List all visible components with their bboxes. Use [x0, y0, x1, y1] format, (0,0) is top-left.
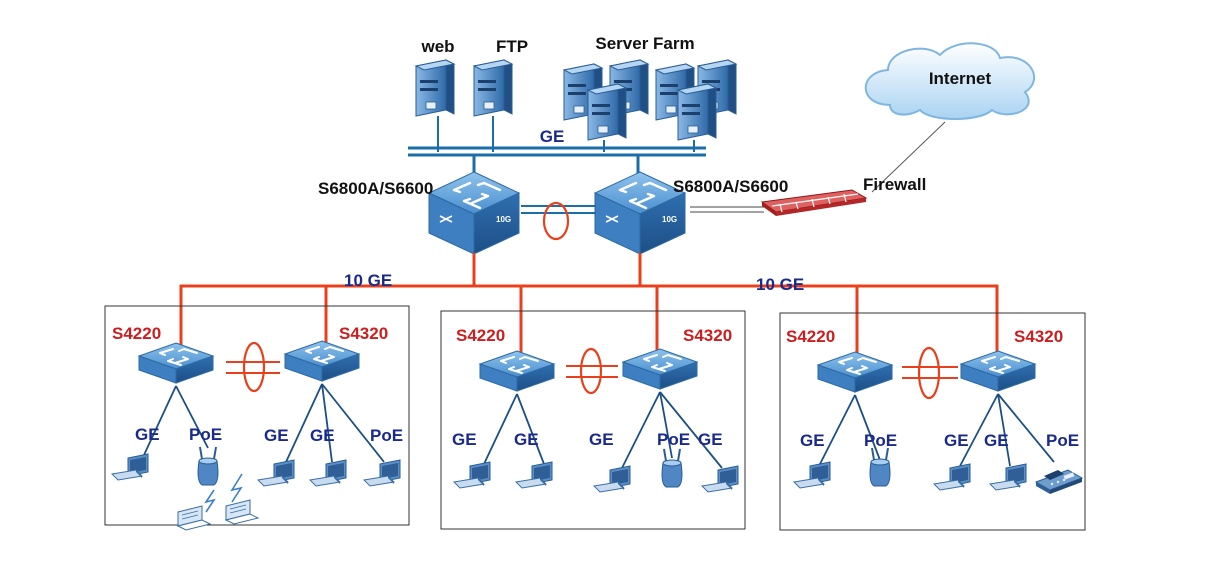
group-1-left-label: S4220: [112, 324, 161, 343]
group-3-port-1: GE: [800, 431, 825, 450]
group-3-right-label: S4320: [1014, 327, 1063, 346]
group-3-port-3: GE: [944, 431, 969, 450]
firewall-icon: [760, 189, 868, 216]
group-1-right-label: S4320: [339, 324, 388, 343]
group-3-port-5: PoE: [1046, 431, 1079, 450]
uplink-label-left: 10 GE: [344, 271, 392, 290]
pc-icon: [309, 459, 347, 487]
ip-phone-icon: [1035, 469, 1083, 495]
pc-icon: [701, 465, 739, 493]
server-farm-label: Server Farm: [595, 34, 694, 53]
core-right-label: S6800A/S6600: [673, 177, 788, 196]
group-2-switch-left: [479, 350, 555, 392]
core-right-badge: 10G: [662, 215, 677, 224]
server-web-label: web: [420, 37, 454, 56]
laptop-icon: [177, 505, 211, 531]
core-left-badge: 10G: [496, 215, 511, 224]
group-3-switch-right: [960, 350, 1036, 392]
access-badge: L3: [676, 384, 683, 390]
group-1-interconnect: [226, 341, 280, 393]
access-group-3: S4220 S4320 GE PoE GE GE PoE: [779, 312, 1086, 531]
group-1-switch-left: [138, 342, 214, 384]
group-1-port-1: GE: [135, 425, 160, 444]
group-3-box: [779, 312, 1086, 531]
server-drop-links: [437, 116, 695, 152]
group-1-port-5: PoE: [370, 426, 403, 445]
pc-icon: [989, 463, 1027, 491]
group-1-port-2: PoE: [189, 425, 222, 444]
access-group-2: S4220 S4320 GE GE GE PoE GE: [440, 310, 746, 530]
bus-ge-label: GE: [540, 127, 565, 146]
wireless-signal-icon: [204, 473, 243, 513]
group-3-port-2: PoE: [864, 431, 897, 450]
group-2-port-3: GE: [589, 430, 614, 449]
group-2-port-5: GE: [698, 430, 723, 449]
laptop-icon: [225, 499, 259, 525]
pc-icon: [453, 461, 491, 489]
uplink-label-right: 10 GE: [756, 275, 804, 294]
group-2-left-label: S4220: [456, 326, 505, 345]
internet-link: [871, 121, 946, 193]
server-ftp-label: FTP: [496, 37, 528, 56]
server-web-icon: [415, 59, 455, 117]
core-switch-left: 10G: [427, 170, 521, 256]
group-1-port-3: GE: [264, 426, 289, 445]
group-2-port-1: GE: [452, 430, 477, 449]
core-left-label: S6800A/S6600: [318, 179, 433, 198]
group-1-switch-right: [284, 340, 360, 382]
server-ftp-icon: [473, 59, 513, 117]
access-badge: L3: [1014, 386, 1021, 392]
pc-icon: [793, 461, 831, 489]
access-group-1: S4220 S4320 GE PoE GE GE PoE: [104, 305, 410, 531]
group-1-port-4: GE: [310, 426, 335, 445]
firewall-label: Firewall: [863, 175, 926, 194]
pc-icon: [515, 461, 553, 489]
group-2-port-4: PoE: [657, 430, 690, 449]
ge-bus: [408, 146, 706, 157]
access-badge: L3: [192, 378, 199, 384]
server-farm-icon: [563, 59, 737, 141]
uplink-10ge: [179, 253, 999, 362]
group-2-interconnect: [566, 347, 618, 395]
pc-icon: [257, 459, 295, 487]
group-3-links: [819, 393, 1055, 467]
group-2-box: [440, 310, 746, 530]
internet-label: Internet: [929, 69, 992, 88]
group-3-port-4: GE: [984, 431, 1009, 450]
core-switch-right: 10G: [593, 170, 687, 256]
firewall-link: [690, 206, 764, 213]
access-badge: L3: [871, 387, 878, 393]
group-3-switch-left: [817, 351, 893, 393]
group-1-box: [104, 305, 410, 526]
access-badge: L3: [533, 386, 540, 392]
group-2-links: [483, 391, 723, 469]
access-point-icon: [869, 447, 891, 487]
pc-icon: [593, 465, 631, 493]
core-bus-links: [472, 155, 640, 186]
access-point-icon: [197, 446, 219, 486]
group-2-port-2: GE: [514, 430, 539, 449]
access-badge: L3: [338, 376, 345, 382]
internet-cloud: Internet: [864, 42, 1036, 120]
group-2-switch-right: [622, 348, 698, 390]
group-3-interconnect: [902, 346, 958, 400]
access-badges: L3 L3 L3 L3 L3 L3: [192, 376, 1021, 393]
group-1-links: [143, 383, 385, 463]
pc-icon: [363, 459, 401, 487]
group-3-left-label: S4220: [786, 327, 835, 346]
core-interconnect: [521, 201, 596, 241]
group-2-right-label: S4320: [683, 326, 732, 345]
pc-icon: [933, 463, 971, 491]
pc-icon: [111, 453, 149, 481]
